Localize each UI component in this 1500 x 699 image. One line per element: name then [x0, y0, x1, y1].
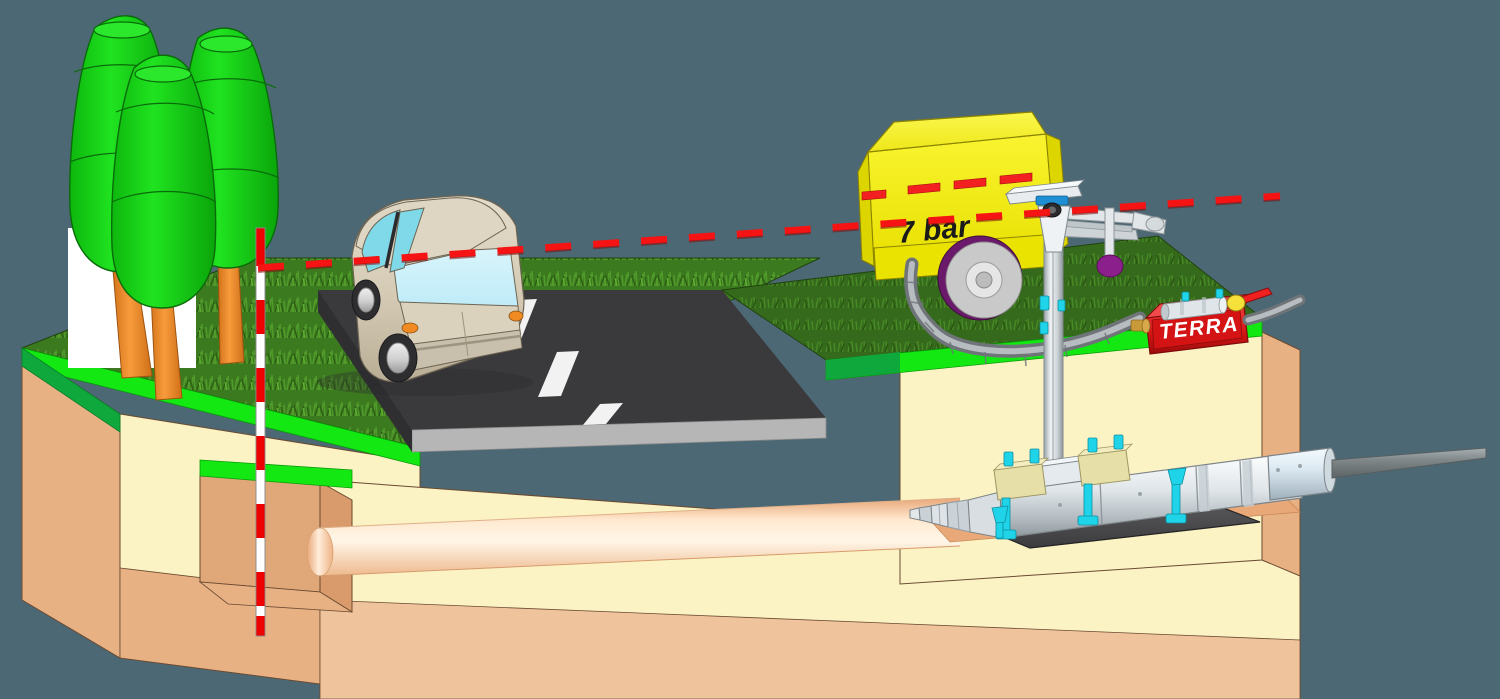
- car-shadow: [317, 368, 533, 396]
- sight-bar-top: [1004, 179, 1086, 195]
- terra-lubricator-unit: TERRA: [1130, 287, 1306, 355]
- tree: [111, 54, 217, 309]
- car-wheel-front: [378, 333, 418, 383]
- pit-opening-grass-edge: [199, 459, 353, 489]
- compressor-vent-slots: [861, 172, 1033, 201]
- lane-marking: [538, 351, 579, 397]
- mole-drill-head: [909, 491, 1003, 539]
- bore-tunnel-bottom-edge: [317, 545, 961, 577]
- car-headlight-left: [401, 322, 419, 334]
- parked-car: [317, 195, 533, 396]
- jockey-wheel: [1096, 254, 1124, 278]
- bore-tunnel-mouth: [306, 527, 334, 577]
- lubricator-inlet-coupling: [1130, 318, 1151, 334]
- mole-support-leg-right: [1165, 467, 1187, 524]
- mole-rear-section: [1267, 447, 1333, 501]
- compressor-roof: [866, 111, 1048, 153]
- car-bumper-trim: [397, 334, 522, 354]
- grass-left-edge-left: [21, 347, 121, 433]
- air-hose-highlight: [907, 261, 1143, 355]
- grass-right-edge-left: [826, 352, 900, 380]
- mole-clamp-front: [992, 448, 1050, 501]
- lane-marking: [583, 403, 623, 425]
- car-b-pillar: [384, 211, 400, 269]
- compressor-left-panel: [857, 150, 875, 267]
- lubricator-cylinder: [1160, 296, 1228, 321]
- air-hose-compressor: [904, 257, 1147, 367]
- lubricator-fittings: [1181, 288, 1224, 302]
- bore-tunnel-body: [318, 498, 960, 576]
- tree-cluster: [68, 15, 280, 401]
- hose-ribs: [905, 281, 1110, 367]
- mole-air-shaft: [1331, 447, 1487, 479]
- bore-tunnel-top-edge: [317, 497, 961, 529]
- pit-floor: [198, 581, 353, 613]
- mole-rivets: [1058, 464, 1302, 507]
- lubricator-valve: [1226, 294, 1246, 312]
- car-wheel-rear: [351, 279, 381, 321]
- car-panel-seam: [461, 311, 469, 357]
- car-headlight-right: [508, 310, 524, 322]
- road-curb-left: [318, 290, 412, 452]
- mole-support-legs: [991, 467, 1187, 540]
- mole-clamp-rear: [1076, 434, 1134, 487]
- mole-anchor-left: [991, 505, 1009, 539]
- compressor-wheel: [937, 235, 1023, 321]
- soil-lower-band-right: [319, 599, 1301, 699]
- survey-staff: [255, 227, 266, 637]
- pneumatic-mole-drill: [909, 434, 1487, 540]
- car-side-window-rear: [389, 207, 425, 273]
- staff-outline: [255, 227, 266, 637]
- lubricator-outlet-hose-hl: [1245, 297, 1303, 323]
- staff-bands: [256, 228, 265, 636]
- bore-tunnel: [306, 497, 961, 577]
- air-compressor-trailer: 7 bar: [857, 111, 1167, 321]
- mole-band-fills: [1198, 460, 1254, 512]
- mast-adjusters: [1039, 295, 1066, 335]
